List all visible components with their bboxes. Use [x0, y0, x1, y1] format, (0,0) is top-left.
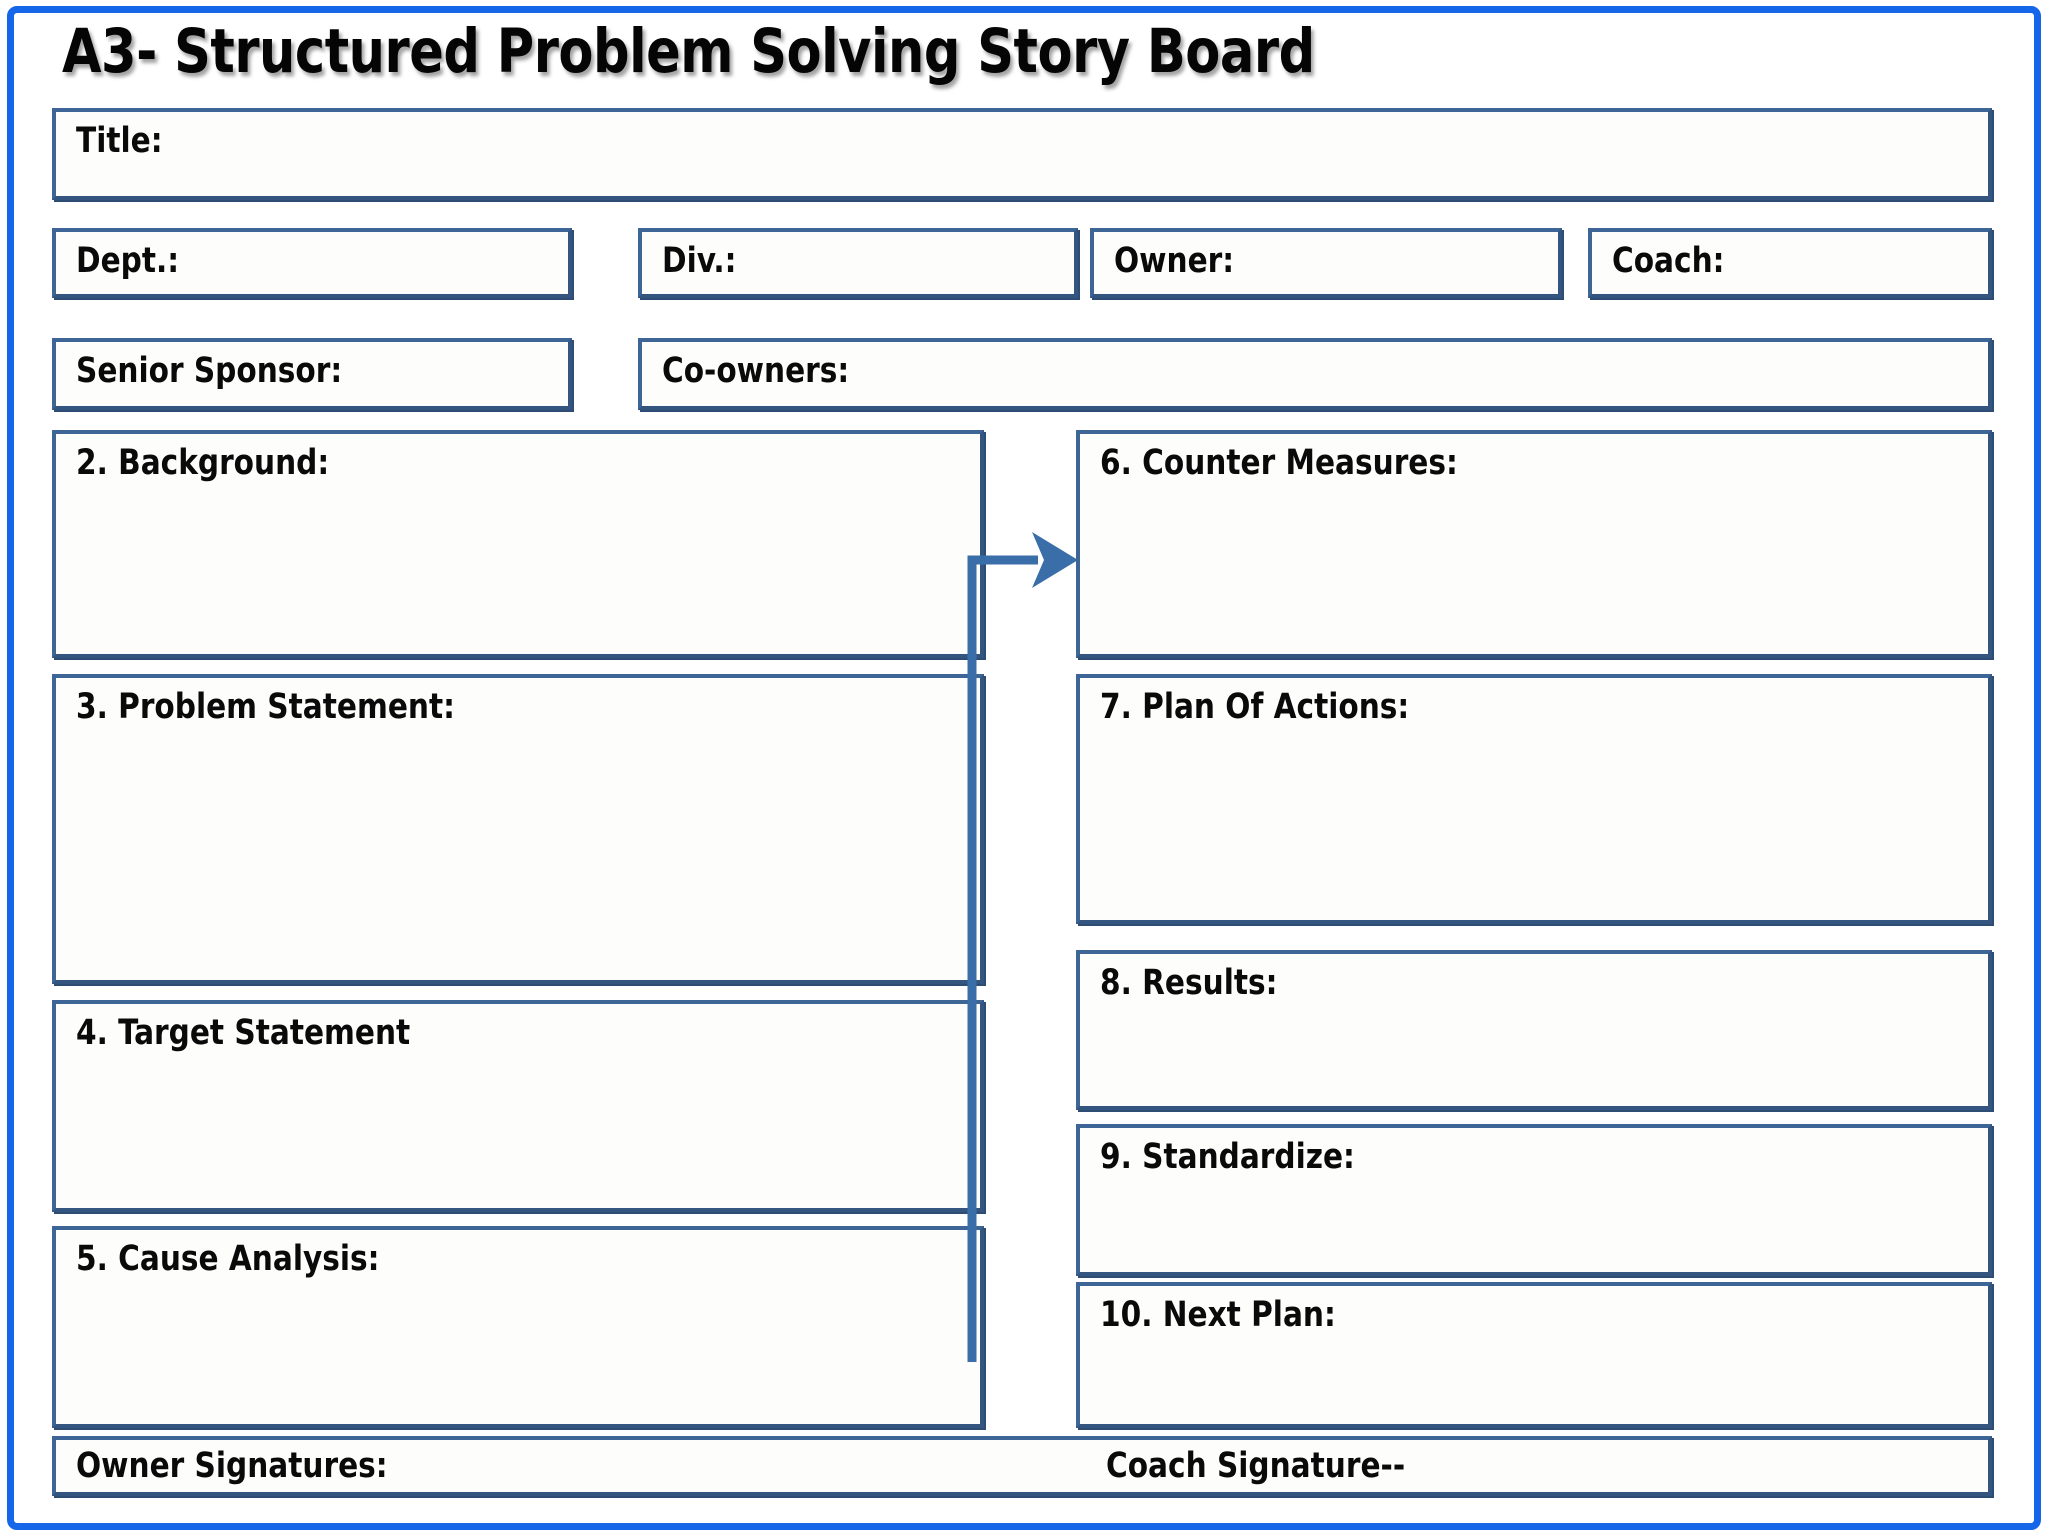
section-results[interactable]: 8. Results: [1076, 950, 1992, 1110]
field-title-label: Title: [76, 121, 163, 161]
section-counter-measures[interactable]: 6. Counter Measures: [1076, 430, 1992, 658]
page-title: A3- Structured Problem Solving Story Boa… [62, 16, 1315, 87]
owner-signatures-label: Owner Signatures: [76, 1446, 388, 1486]
section-problem-statement[interactable]: 3. Problem Statement: [52, 674, 984, 984]
section-next-plan[interactable]: 10. Next Plan: [1076, 1282, 1992, 1428]
section-problem-statement-label: 3. Problem Statement: [76, 687, 455, 727]
section-background[interactable]: 2. Background: [52, 430, 984, 658]
section-cause-analysis-label: 5. Cause Analysis: [76, 1239, 380, 1279]
field-owner[interactable]: Owner: [1090, 228, 1562, 298]
field-senior-sponsor[interactable]: Senior Sponsor: [52, 338, 572, 410]
field-co-owners-label: Co-owners: [662, 351, 850, 391]
section-plan-of-actions[interactable]: 7. Plan Of Actions: [1076, 674, 1992, 924]
section-signatures[interactable]: Owner Signatures: Coach Signature-- [52, 1436, 1992, 1496]
section-standardize[interactable]: 9. Standardize: [1076, 1124, 1992, 1276]
field-co-owners[interactable]: Co-owners: [638, 338, 1992, 410]
coach-signature-label: Coach Signature-- [1106, 1446, 1406, 1486]
section-target-statement-label: 4. Target Statement [76, 1013, 411, 1053]
section-standardize-label: 9. Standardize: [1100, 1137, 1355, 1177]
field-senior-sponsor-label: Senior Sponsor: [76, 351, 343, 391]
section-counter-measures-label: 6. Counter Measures: [1100, 443, 1458, 483]
field-title[interactable]: Title: [52, 108, 1992, 200]
section-target-statement[interactable]: 4. Target Statement [52, 1000, 984, 1212]
section-plan-of-actions-label: 7. Plan Of Actions: [1100, 687, 1410, 727]
field-dept-label: Dept.: [76, 241, 180, 281]
field-div-label: Div.: [662, 241, 737, 281]
field-dept[interactable]: Dept.: [52, 228, 572, 298]
section-cause-analysis[interactable]: 5. Cause Analysis: [52, 1226, 984, 1428]
field-owner-label: Owner: [1114, 241, 1235, 281]
field-coach-label: Coach: [1612, 241, 1725, 281]
section-results-label: 8. Results: [1100, 963, 1278, 1003]
section-next-plan-label: 10. Next Plan: [1100, 1295, 1336, 1335]
field-coach[interactable]: Coach: [1588, 228, 1992, 298]
section-background-label: 2. Background: [76, 443, 330, 483]
field-div[interactable]: Div.: [638, 228, 1078, 298]
